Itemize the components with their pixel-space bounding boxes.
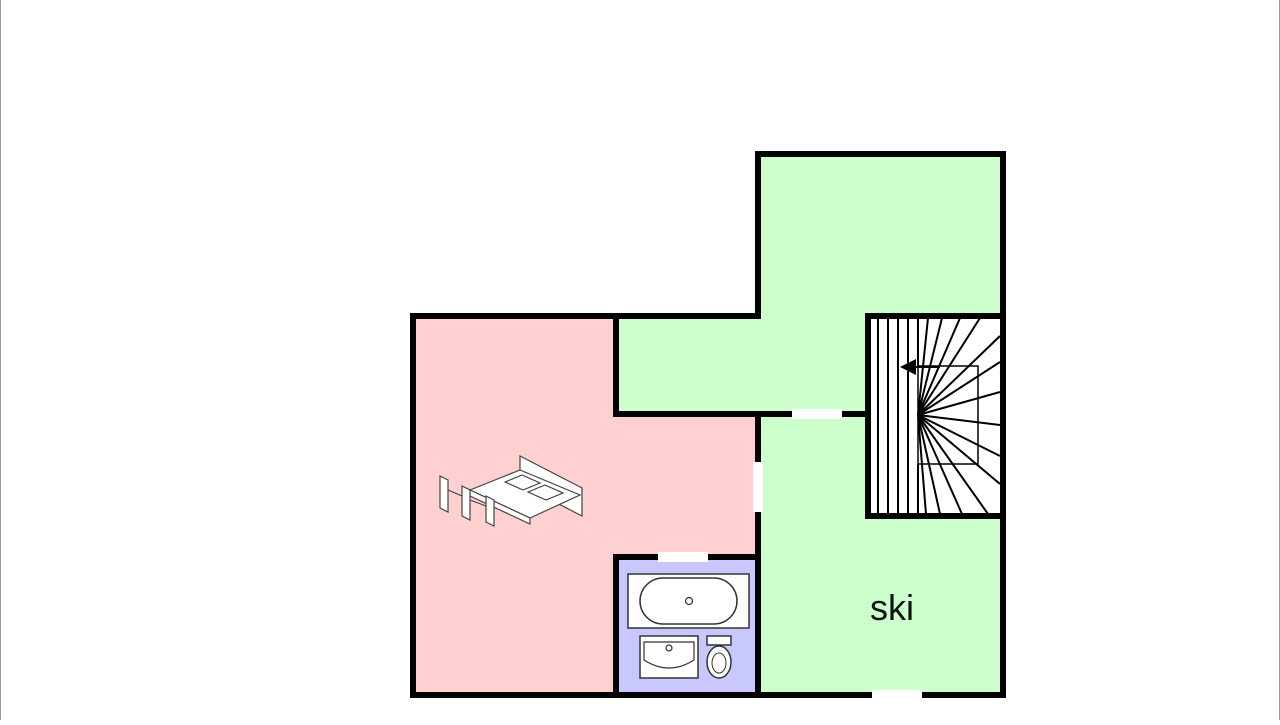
stair-direction-arrow-icon (900, 359, 916, 375)
washbasin-icon (639, 635, 699, 679)
room-label-ski: ski (870, 587, 914, 628)
room-ski (758, 414, 1003, 695)
double-bed-icon (439, 455, 583, 527)
staircase-area (868, 316, 1003, 516)
bathtub-icon (627, 573, 750, 629)
room-bedroom (413, 316, 758, 695)
door-ski-exterior (872, 690, 922, 700)
door-bathroom (658, 552, 708, 562)
door-bedroom-to-ski (753, 462, 763, 512)
toilet-icon (706, 635, 732, 679)
door-hallway-to-ski (792, 409, 842, 419)
door-gaps (658, 409, 922, 700)
room-hallway-upper (616, 154, 1003, 414)
walls (410, 151, 1006, 698)
